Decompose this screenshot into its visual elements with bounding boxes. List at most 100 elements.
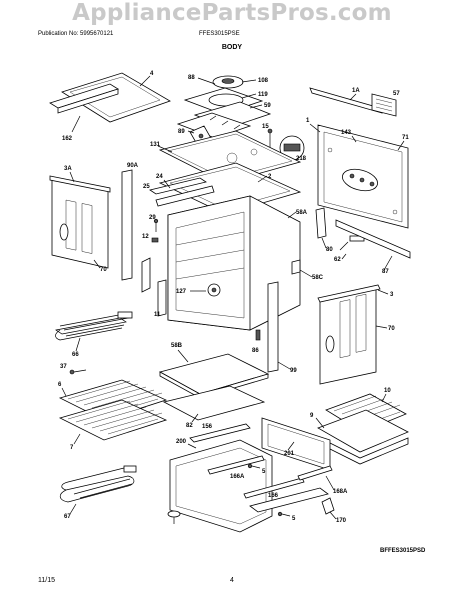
callout-29[interactable]: 29 <box>149 215 156 221</box>
top-plate-2 <box>158 162 302 215</box>
leader-9 <box>315 417 325 429</box>
callout-162[interactable]: 162 <box>62 136 73 142</box>
bake-element-66 <box>55 311 133 341</box>
callout-218[interactable]: 218 <box>296 156 307 162</box>
callout-59[interactable]: 59 <box>264 103 271 109</box>
leader-89 <box>187 130 195 134</box>
callout-57[interactable]: 57 <box>393 91 400 97</box>
leader-62 <box>341 253 347 260</box>
callout-37[interactable]: 37 <box>60 364 67 370</box>
vent-trim-25 <box>149 177 215 207</box>
leader-131 <box>157 145 173 153</box>
drawer-slide-168a <box>297 465 333 481</box>
clip-86 <box>255 329 261 341</box>
leg-foot <box>167 510 181 524</box>
leader-7 <box>73 433 81 445</box>
leader-80 <box>321 237 327 249</box>
callout-166[interactable]: 166 <box>268 493 279 499</box>
callout-1[interactable]: 1 <box>306 118 310 124</box>
publication-number: Publication No: 5995670121 <box>38 31 114 37</box>
callout-58a[interactable]: 58A <box>296 210 308 216</box>
callout-127[interactable]: 127 <box>176 289 187 295</box>
leader-6 <box>61 387 67 397</box>
terminal-block-57 <box>371 93 397 117</box>
footer-page-number: 4 <box>230 577 234 584</box>
callout-90a[interactable]: 90A <box>127 163 139 169</box>
callout-86[interactable]: 86 <box>252 348 259 354</box>
leader-2 <box>257 175 268 183</box>
trim-strip-99 <box>267 281 279 373</box>
callout-108[interactable]: 108 <box>258 78 269 84</box>
callout-10[interactable]: 10 <box>384 388 391 394</box>
callout-11[interactable]: 11 <box>154 312 161 318</box>
callout-89[interactable]: 89 <box>178 129 185 135</box>
callout-201[interactable]: 201 <box>284 451 295 457</box>
callout-7[interactable]: 7 <box>70 445 74 451</box>
callout-67[interactable]: 67 <box>64 514 71 520</box>
callout-58c[interactable]: 58C <box>312 275 324 281</box>
screw-29 <box>153 218 159 232</box>
leader-58a <box>287 211 297 219</box>
callout-168a[interactable]: 168A <box>333 489 348 495</box>
callout-71[interactable]: 71 <box>402 135 409 141</box>
diagram-code: BFFES3015PSD <box>380 548 426 554</box>
callout-6[interactable]: 6 <box>58 382 62 388</box>
leader-70b <box>375 325 388 329</box>
callout-99[interactable]: 99 <box>290 368 297 374</box>
bottom-tray-82 <box>162 385 266 421</box>
broil-element-67 <box>59 465 137 503</box>
leader-82 <box>191 413 199 423</box>
callout-62[interactable]: 62 <box>334 257 341 263</box>
leader-71 <box>397 140 405 151</box>
callout-58b[interactable]: 58B <box>171 343 183 349</box>
drawer-back-panel <box>249 487 329 513</box>
leader-87 <box>383 255 393 271</box>
callout-131[interactable]: 131 <box>150 142 161 148</box>
leader-170 <box>329 511 337 520</box>
callout-88[interactable]: 88 <box>188 75 195 81</box>
callout-12[interactable]: 12 <box>142 234 149 240</box>
callout-3a[interactable]: 3A <box>64 166 72 172</box>
footer-date: 11/15 <box>38 577 55 584</box>
callout-87[interactable]: 87 <box>382 269 389 275</box>
callout-80[interactable]: 80 <box>326 247 333 253</box>
callout-9[interactable]: 9 <box>310 413 314 419</box>
leader-1 <box>309 123 321 133</box>
section-title: BODY <box>221 44 243 51</box>
leader-162 <box>71 115 81 133</box>
blower-assembly <box>176 75 272 139</box>
callout-170[interactable]: 170 <box>336 518 347 524</box>
back-wall-71 <box>317 124 409 229</box>
callout-15[interactable]: 15 <box>262 124 269 130</box>
callout-24[interactable]: 24 <box>156 174 163 180</box>
callout-156[interactable]: 156 <box>202 424 213 430</box>
callout-5b[interactable]: 5 <box>292 516 296 522</box>
leader-67 <box>69 503 77 515</box>
oven-rack-7 <box>58 399 168 441</box>
leader-4 <box>139 75 151 87</box>
callout-5a[interactable]: 5 <box>262 469 266 475</box>
side-panel-3 <box>317 284 381 385</box>
callout-200[interactable]: 200 <box>176 439 187 445</box>
screw-37 <box>69 369 87 375</box>
side-panel-3a <box>49 175 111 269</box>
callout-82[interactable]: 82 <box>186 423 193 429</box>
callout-143[interactable]: 143 <box>341 130 352 136</box>
model-number: FFES3015PSE <box>199 31 240 37</box>
callout-4[interactable]: 4 <box>150 71 154 77</box>
callout-66[interactable]: 66 <box>72 352 79 358</box>
callout-70b[interactable]: 70 <box>388 326 395 332</box>
callout-119[interactable]: 119 <box>258 92 268 98</box>
callout-166a[interactable]: 166A <box>230 474 245 480</box>
callout-3[interactable]: 3 <box>390 292 394 298</box>
callout-70a[interactable]: 70 <box>100 267 107 273</box>
callout-25[interactable]: 25 <box>143 184 150 190</box>
leader-3 <box>377 289 389 295</box>
callout-2[interactable]: 2 <box>268 174 272 180</box>
trim-strip-90a <box>121 169 133 281</box>
screw-5a <box>247 463 261 469</box>
callout-1a[interactable]: 1A <box>352 88 360 94</box>
leader-108 <box>241 79 257 83</box>
